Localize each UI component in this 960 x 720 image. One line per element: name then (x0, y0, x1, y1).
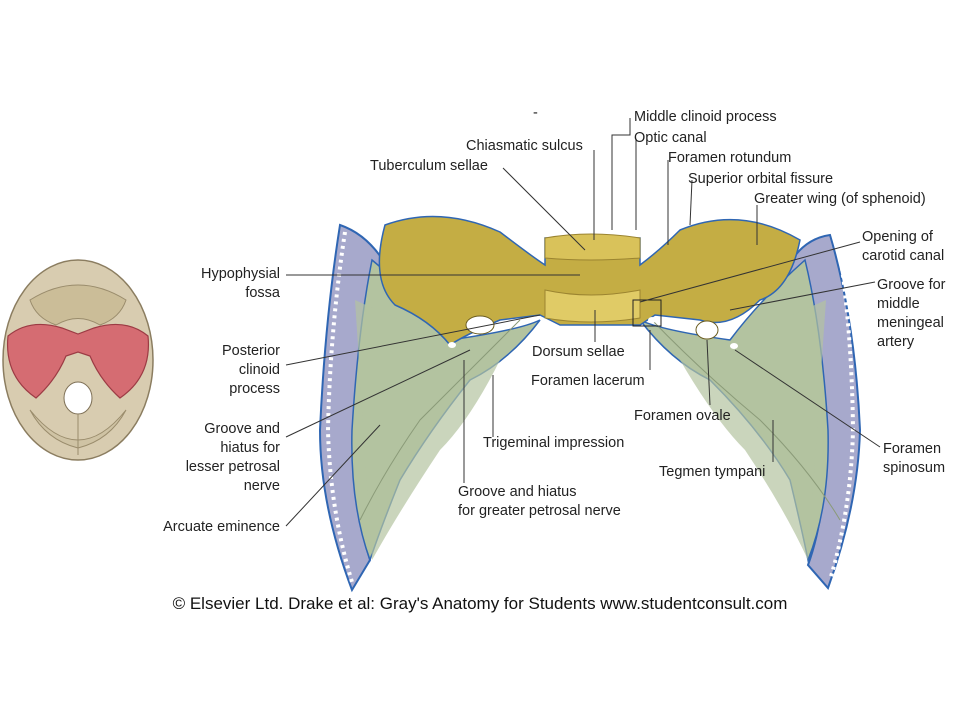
label-superior-orbital-fissure: Superior orbital fissure (688, 171, 834, 187)
label-arcuate-eminence: Arcuate eminence (163, 519, 280, 535)
label-foramen-rotundum: Foramen rotundum (668, 150, 792, 166)
label-groove-lesser-petrosal: Groove and hiatus for lesser petrosal ne… (185, 421, 280, 494)
label-groove-greater-petrosal: Groove and hiatus for greater petrosal n… (458, 484, 621, 519)
temporal-regions (351, 258, 841, 563)
label-foramen-lacerum: Foramen lacerum (531, 373, 645, 389)
dash-mark: - (533, 105, 538, 121)
label-dorsum-sellae: Dorsum sellae (532, 344, 625, 360)
label-foramen-ovale: Foramen ovale (634, 408, 731, 424)
sphenoid-bone (378, 215, 801, 349)
label-opening-carotid-canal: Opening of carotid canal (862, 229, 945, 264)
label-tegmen-tympani: Tegmen tympani (659, 464, 766, 480)
label-foramen-spinosum: Foramen spinosum (883, 441, 946, 476)
label-posterior-clinoid-process: Posterior clinoid process (221, 343, 280, 397)
copyright-caption: © Elsevier Ltd. Drake et al: Gray's Anat… (172, 594, 788, 613)
label-hypophysial-fossa: Hypophysial fossa (201, 266, 280, 301)
leader-lines (285, 118, 881, 527)
label-tuberculum-sellae: Tuberculum sellae (370, 158, 488, 174)
label-middle-clinoid-process: Middle clinoid process (634, 109, 777, 125)
label-optic-canal: Optic canal (634, 130, 707, 146)
label-trigeminal-impression: Trigeminal impression (483, 435, 625, 451)
label-groove-middle-meningeal: Groove for middle meningeal artery (877, 277, 946, 350)
skull-base-thumbnail (2, 259, 154, 461)
label-chiasmatic-sulcus: Chiasmatic sulcus (466, 138, 583, 154)
label-greater-wing: Greater wing (of sphenoid) (754, 191, 926, 207)
